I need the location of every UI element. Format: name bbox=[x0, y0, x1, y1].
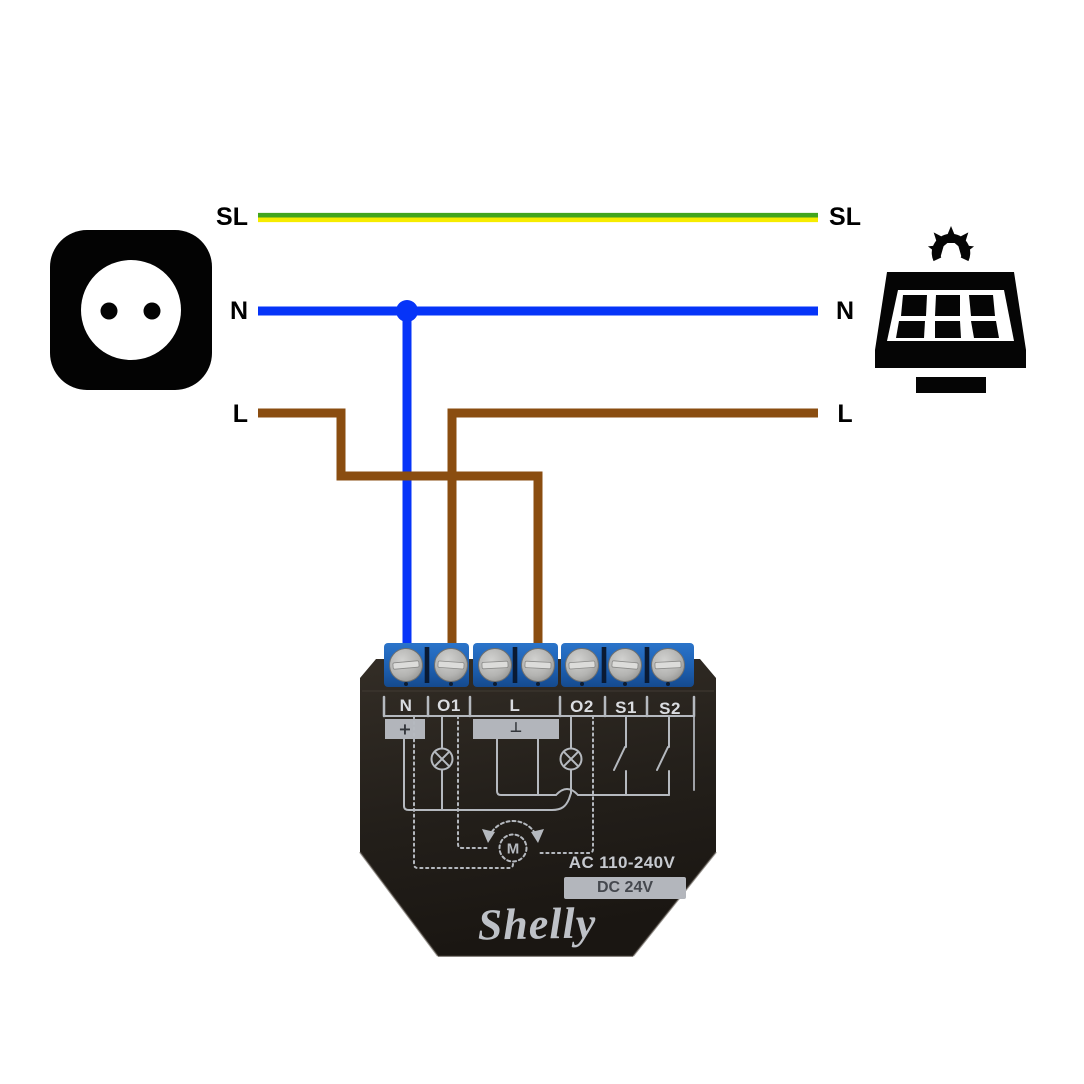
wire-label-n-right: N bbox=[835, 297, 855, 325]
dc-rating-badge: DC 24V bbox=[564, 877, 686, 899]
live-wire-right bbox=[447, 408, 818, 644]
motor-label: M bbox=[506, 840, 520, 858]
terminal-label-s2: S2 bbox=[659, 699, 681, 718]
terminal-label-l: L bbox=[509, 696, 521, 715]
terminal-label-o2: O2 bbox=[570, 697, 594, 716]
wire-label-sl-right: SL bbox=[829, 203, 861, 231]
sun-icon bbox=[927, 226, 975, 262]
terminal-screws bbox=[389, 648, 685, 682]
wire-label-l-right: L bbox=[837, 400, 853, 428]
live-wire-left bbox=[258, 408, 543, 644]
sl-wire bbox=[258, 212, 818, 223]
ac-rating: AC 110-240V bbox=[568, 853, 676, 872]
device-schematic bbox=[382, 695, 696, 869]
motor-symbol bbox=[498, 833, 528, 863]
wire-label-sl-left: SL bbox=[216, 203, 248, 231]
terminal-label-n: N bbox=[399, 696, 413, 715]
wire-label-n-left: N bbox=[229, 297, 248, 325]
terminal-label-s1: S1 bbox=[615, 698, 637, 717]
terminal-label-o1: O1 bbox=[437, 696, 461, 715]
shelly-logo: Shelly bbox=[477, 898, 597, 950]
common-box bbox=[473, 719, 559, 739]
solar-panel-icon bbox=[875, 226, 1026, 393]
power-outlet-icon bbox=[50, 230, 212, 390]
junction-dot bbox=[396, 300, 418, 322]
terminal-block bbox=[384, 643, 694, 687]
common-symbol: ⊥ bbox=[509, 720, 523, 736]
wire-label-l-left: L bbox=[232, 400, 248, 428]
plus-symbol: + bbox=[398, 719, 412, 739]
